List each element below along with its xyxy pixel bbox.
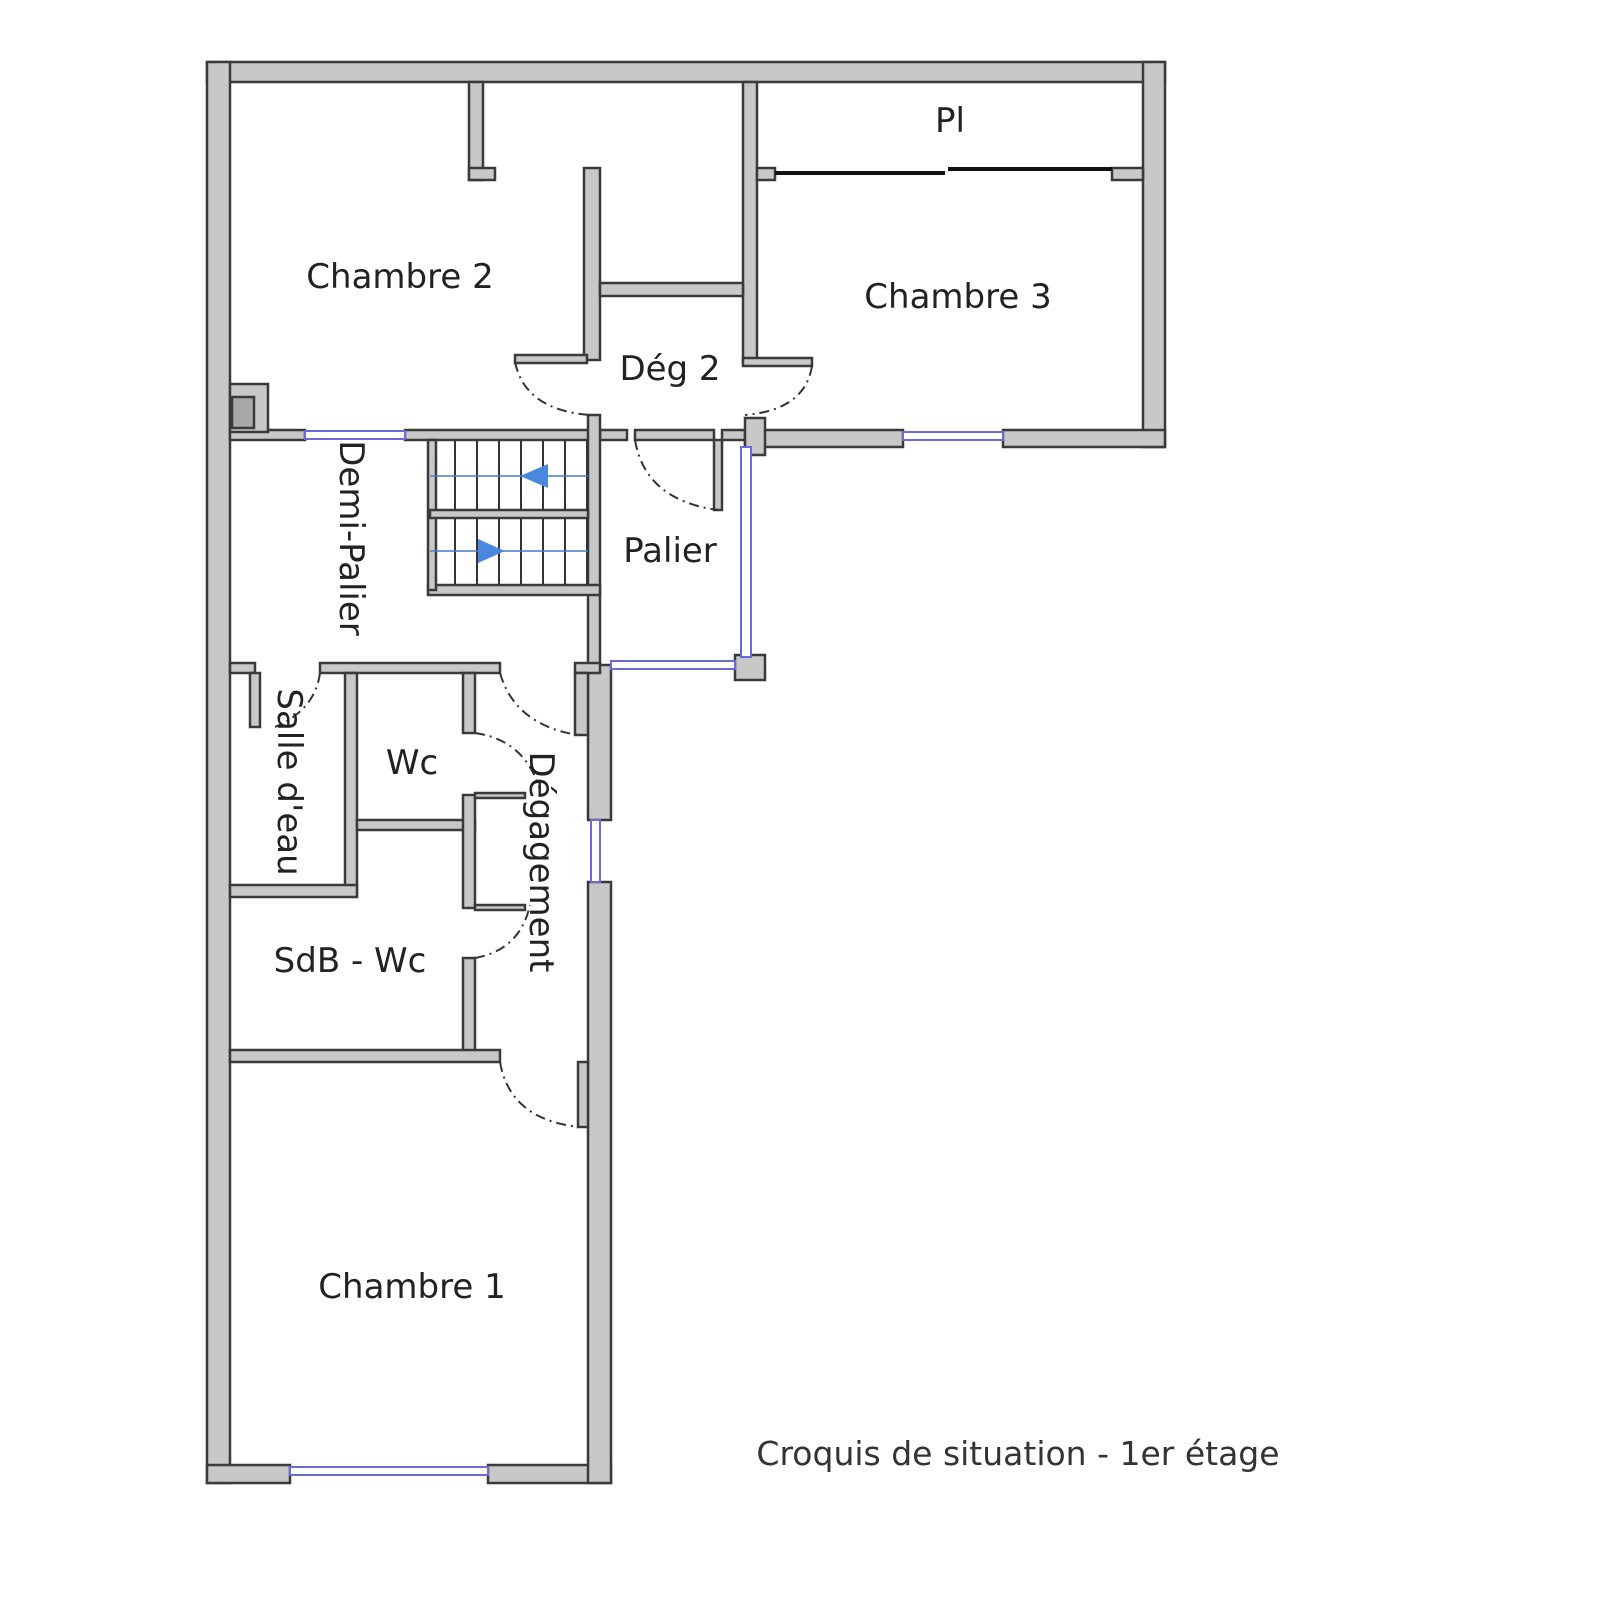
room-label-degagement: Dégagement (521, 752, 561, 973)
room-label-demi-palier: Demi-Palier (331, 440, 371, 636)
staircase (430, 440, 588, 585)
room-label-sdb-wc: SdB - Wc (274, 941, 427, 981)
room-label-pl: Pl (935, 101, 965, 141)
room-label-palier: Palier (623, 531, 717, 571)
closet-doors (775, 167, 1112, 175)
door-swings (274, 361, 813, 1128)
room-labels: Pl Chambre 2 Chambre 3 Dég 2 Palier Demi… (269, 101, 1052, 1307)
plan-caption: Croquis de situation - 1er étage (756, 1434, 1279, 1473)
stair-arrow-right-icon (478, 539, 505, 563)
room-label-chambre1: Chambre 1 (318, 1267, 505, 1307)
room-label-deg2: Dég 2 (619, 349, 720, 389)
stair-arrow-left-icon (520, 464, 548, 488)
room-label-chambre2: Chambre 2 (306, 257, 493, 297)
room-label-wc: Wc (386, 743, 438, 783)
room-label-chambre3: Chambre 3 (864, 277, 1051, 317)
walls (205, 60, 1167, 1485)
windows (289, 430, 1004, 1476)
room-label-salle-eau: Salle d'eau (269, 688, 309, 875)
